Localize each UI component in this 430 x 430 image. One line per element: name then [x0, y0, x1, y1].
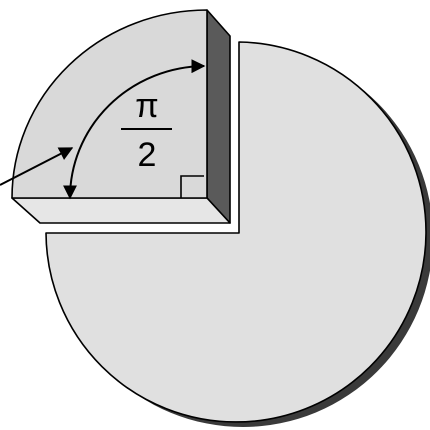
slice-bottom-edge — [11, 197, 231, 224]
quarter-slice — [11, 9, 231, 224]
pointer-arrow — [0, 147, 74, 186]
angle-arc — [63, 59, 206, 200]
angle-label-numerator: π — [135, 87, 158, 125]
large-disc-sector — [45, 41, 430, 427]
slice-side-edge — [206, 9, 231, 224]
angle-label-denominator: 2 — [138, 136, 157, 174]
angle-label: π 2 — [121, 87, 172, 174]
large-disc-face — [45, 41, 427, 423]
